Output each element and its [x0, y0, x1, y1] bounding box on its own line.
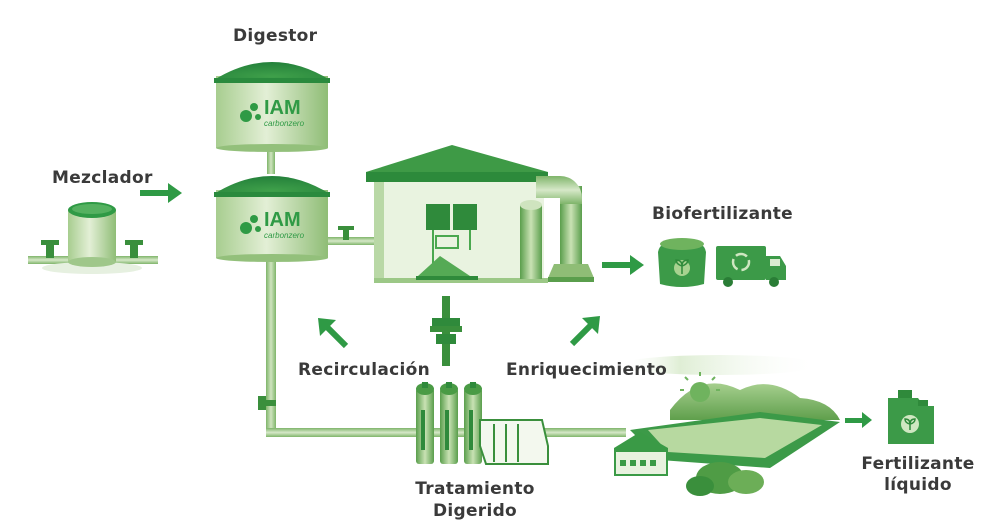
label-tratamiento-line1: Tratamiento — [415, 479, 535, 499]
gas-cylinder — [416, 382, 434, 464]
gas-cylinder — [464, 382, 482, 464]
logo-brand: IAM — [264, 97, 301, 119]
valve-connector — [430, 296, 462, 366]
iam-logo: IAM carbonzero — [240, 209, 305, 240]
arrow-to-biofertilizante — [602, 255, 644, 275]
label-fertilizante-line2: líquido — [884, 475, 952, 495]
label-fertilizante-liquido: Fertilizante líquido — [858, 454, 978, 496]
label-digestor: Digestor — [233, 26, 318, 46]
treatment-equipment — [416, 382, 549, 465]
iam-logo: IAM carbonzero — [240, 97, 305, 128]
digestor-tank-bottom — [214, 176, 330, 262]
logo-tagline: carbonzero — [264, 231, 305, 240]
delivery-truck-icon — [716, 246, 786, 287]
digestor-tank-top — [214, 62, 330, 152]
fertilizer-bag-icon — [658, 238, 706, 287]
label-biofertilizante: Biofertilizante — [652, 204, 794, 224]
storage-container — [479, 419, 549, 465]
label-tratamiento-line2: Digerido — [432, 501, 518, 521]
arrow-recirculacion — [318, 318, 349, 349]
liquid-fertilizer-jug-icon — [888, 390, 934, 444]
label-tratamiento: Tratamiento Digerido — [405, 478, 545, 522]
mixer-tank — [41, 202, 143, 274]
label-fertilizante-line1: Fertilizante — [861, 454, 975, 474]
label-enriquecimiento: Enriquecimiento — [506, 360, 668, 380]
arrow-to-fertilizante — [845, 412, 872, 428]
lagoon-farm — [614, 355, 840, 496]
arrow-mezclador-to-digestor — [140, 183, 182, 203]
label-mezclador: Mezclador — [52, 168, 153, 188]
arrow-enriquecimiento — [569, 316, 600, 347]
processing-building — [366, 145, 594, 283]
logo-brand: IAM — [264, 209, 301, 231]
gas-cylinder — [440, 382, 458, 464]
label-recirculacion: Recirculación — [298, 360, 430, 380]
logo-tagline: carbonzero — [264, 119, 305, 128]
